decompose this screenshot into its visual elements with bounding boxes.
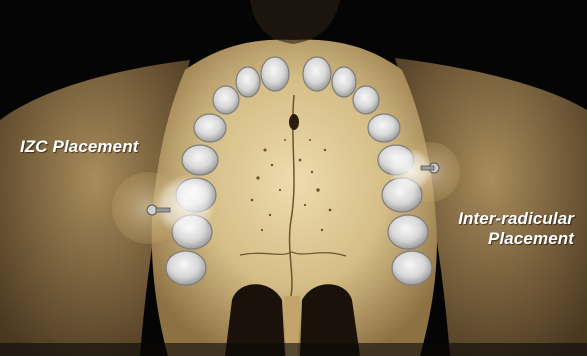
izc-placement-label: IZC Placement: [20, 137, 138, 157]
inter-radicular-line2: Placement: [458, 229, 574, 249]
inter-radicular-line1: Inter-radicular: [458, 209, 574, 229]
inter-radicular-placement-label: Inter-radicular Placement: [458, 209, 574, 249]
